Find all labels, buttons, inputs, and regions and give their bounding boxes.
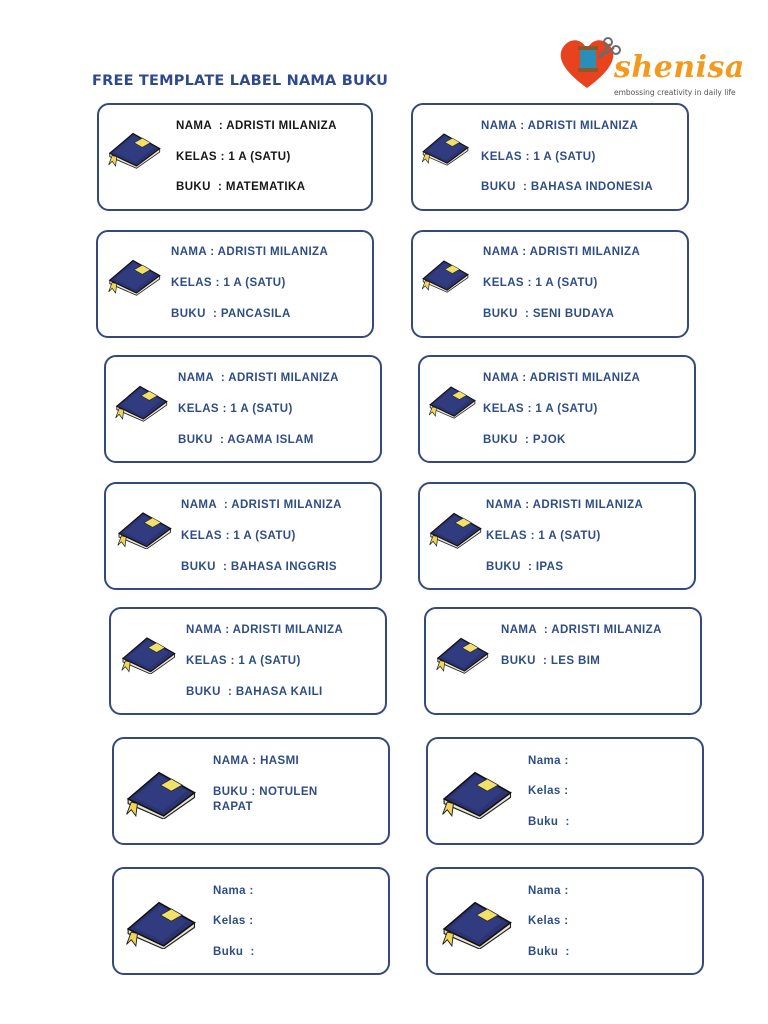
book-icon — [421, 260, 469, 293]
book-icon — [115, 385, 168, 422]
label-buku-text: BUKU : AGAMA ISLAM — [178, 434, 314, 446]
label-buku-text: BUKU : PANCASILA — [171, 308, 291, 320]
label-kelas-text: Kelas : — [528, 785, 569, 797]
label-kelas-text: KELAS : 1 A (SATU) — [181, 530, 296, 542]
book-icon — [108, 259, 161, 296]
label-nama-text: NAMA : ADRISTI MILANIZA — [483, 372, 641, 384]
label-kelas-text: KELAS : 1 A (SATU) — [178, 403, 293, 415]
book-icon — [125, 771, 196, 819]
label-nama-text: NAMA : HASMI — [213, 755, 300, 767]
book-icon — [429, 512, 482, 549]
label-kelas-text: KELAS : 1 A (SATU) — [481, 151, 596, 163]
label-buku-text: BUKU : BAHASA INDONESIA — [481, 181, 654, 193]
book-icon — [441, 771, 512, 819]
label-kelas-text: KELAS : 1 A (SATU) — [171, 277, 286, 289]
label-kelas-text: KELAS : 1 A (SATU) — [483, 277, 598, 289]
label-buku-text: Buku : — [528, 816, 570, 828]
shenisa-logo: shenisa embossing creativity in daily li… — [552, 28, 744, 100]
label-nama-text: NAMA : ADRISTI MILANIZA — [171, 246, 329, 258]
label-buku-text: Buku : — [213, 946, 255, 958]
label-nama-text: Nama : — [528, 885, 569, 897]
label-nama-text: NAMA : ADRISTI MILANIZA — [176, 120, 337, 132]
label-nama-text: NAMA : ADRISTI MILANIZA — [501, 624, 662, 636]
label-nama-text: NAMA : ADRISTI MILANIZA — [483, 246, 641, 258]
sewing-heart-icon — [560, 37, 621, 88]
book-icon — [436, 637, 489, 674]
label-buku-text: BUKU : BAHASA KAILI — [186, 686, 323, 698]
label-kelas-text: Kelas : — [528, 915, 569, 927]
label-kelas-text: KELAS : 1 A (SATU) — [176, 151, 291, 163]
label-nama-text: NAMA : ADRISTI MILANIZA — [186, 624, 344, 636]
book-icon — [121, 637, 176, 674]
book-icon — [421, 133, 469, 166]
logo-tagline: embossing creativity in daily life — [614, 88, 736, 97]
label-kelas-text: Kelas : — [213, 915, 254, 927]
label-nama-text: Nama : — [528, 755, 569, 767]
label-buku-text: BUKU : LES BIM — [501, 655, 601, 667]
label-buku-text: BUKU : SENI BUDAYA — [483, 308, 615, 320]
book-icon — [441, 901, 512, 949]
label-buku-text: Buku : — [528, 946, 570, 958]
label-nama-text: NAMA : ADRISTI MILANIZA — [486, 499, 644, 511]
book-icon — [428, 386, 476, 419]
label-buku-text: BUKU : MATEMATIKA — [176, 181, 306, 193]
book-icon — [108, 132, 161, 169]
label-buku-text: BUKU : BAHASA INGGRIS — [181, 561, 337, 573]
book-icon — [117, 512, 172, 549]
label-kelas-text: KELAS : 1 A (SATU) — [486, 530, 601, 542]
page-title: FREE TEMPLATE LABEL NAMA BUKU — [92, 73, 389, 89]
book-icon — [125, 901, 196, 949]
label-kelas-text: KELAS : 1 A (SATU) — [186, 655, 301, 667]
label-buku-text: BUKU : IPAS — [486, 561, 564, 573]
label-buku-text: BUKU : NOTULEN RAPAT — [213, 786, 318, 813]
label-nama-text: Nama : — [213, 885, 254, 897]
label-nama-text: NAMA : ADRISTI MILANIZA — [481, 120, 639, 132]
label-buku-text: BUKU : PJOK — [483, 434, 566, 446]
label-nama-text: NAMA : ADRISTI MILANIZA — [178, 372, 339, 384]
logo-wordmark: shenisa — [614, 50, 745, 85]
label-kelas-text: KELAS : 1 A (SATU) — [483, 403, 598, 415]
label-nama-text: NAMA : ADRISTI MILANIZA — [181, 499, 342, 511]
